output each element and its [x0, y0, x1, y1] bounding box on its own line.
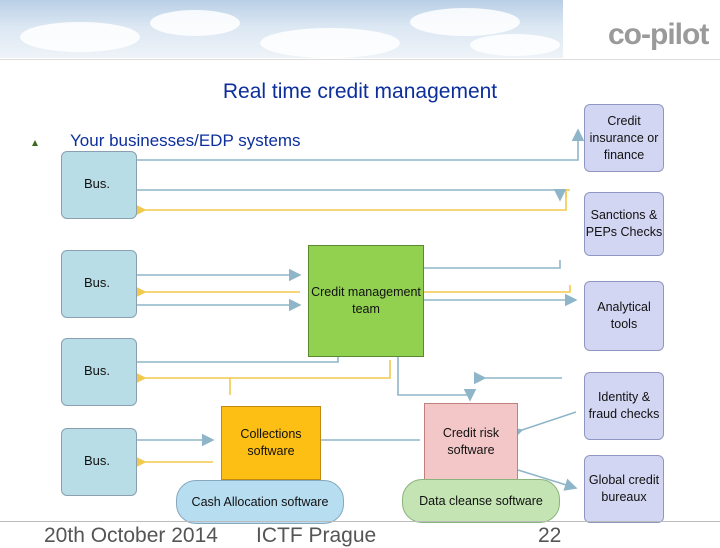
sanctions-peps-box: Sanctions & PEPs Checks [584, 192, 664, 256]
collections-software-box: Collections software [221, 406, 321, 480]
footer-date: 20th October 2014 [44, 524, 218, 547]
global-credit-bureaux-box: Global credit bureaux [584, 455, 664, 523]
analytical-tools-box: Analytical tools [584, 281, 664, 351]
credit-risk-software-box: Credit risk software [424, 403, 518, 481]
identity-fraud-box: Identity & fraud checks [584, 372, 664, 440]
footer-divider [0, 521, 720, 522]
data-cleanse-software-box: Data cleanse software [402, 479, 560, 523]
credit-insurance-box: Credit insurance or finance [584, 104, 664, 172]
business-unit-label: Bus. [84, 453, 111, 468]
footer-event: ICTF Prague [256, 524, 377, 547]
company-logo: co-pilot [608, 18, 709, 51]
bullet-icon [32, 140, 38, 146]
business-unit-label: Bus. [84, 275, 111, 290]
business-unit-label: Bus. [84, 363, 111, 378]
footer-page-number: 22 [538, 524, 562, 547]
page-title: Real time credit management [222, 80, 498, 103]
business-unit-box: Bus. [61, 250, 137, 318]
business-unit-label: Bus. [84, 176, 111, 191]
section-subtitle: Your businesses/EDP systems [70, 131, 301, 150]
business-unit-box: Bus. [61, 338, 137, 406]
cash-allocation-software-box: Cash Allocation software [176, 480, 344, 524]
business-unit-box: Bus. [61, 428, 137, 496]
business-unit-box: Bus. [61, 151, 137, 219]
header-sky-banner [0, 0, 563, 58]
credit-management-team-box: Credit management team [308, 245, 424, 357]
header-divider [0, 59, 720, 60]
